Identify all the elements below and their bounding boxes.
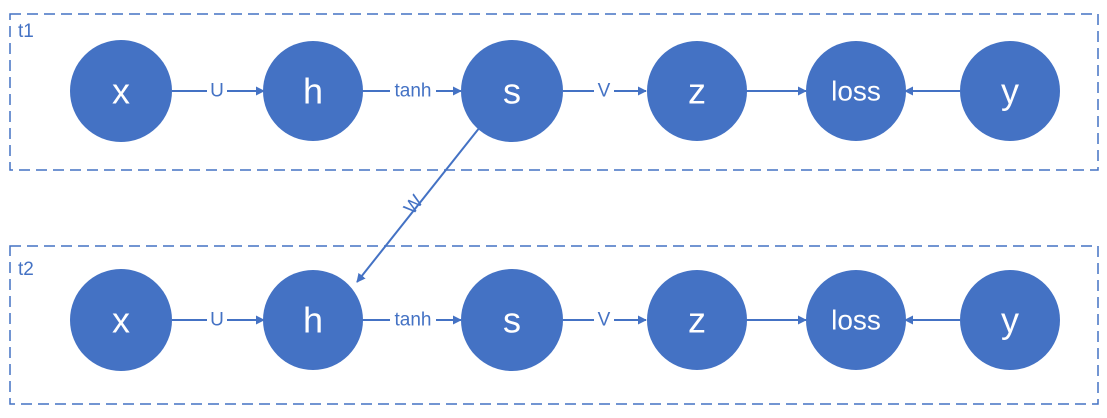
edge-label-bg xyxy=(594,309,614,331)
node-t2-x: x xyxy=(70,269,172,371)
edge-label-V: V xyxy=(598,81,611,102)
svg-text:x: x xyxy=(112,71,130,112)
edge-label-U: U xyxy=(210,310,224,331)
edge-label-bg xyxy=(207,80,227,102)
svg-text:s: s xyxy=(503,300,521,341)
edge-label-V: V xyxy=(598,310,611,331)
svg-text:loss: loss xyxy=(831,76,881,107)
svg-text:z: z xyxy=(688,300,706,341)
frame-t2-label: t2 xyxy=(18,259,34,280)
edge-label-tanh: tanh xyxy=(395,310,432,331)
node-t2-loss: loss xyxy=(806,270,906,370)
edge-label-bg xyxy=(207,309,227,331)
edge-label-bg xyxy=(390,309,436,331)
recurrent-edge-label-w: W xyxy=(400,191,428,218)
node-t1-s: s xyxy=(461,40,563,142)
node-t1-loss: loss xyxy=(806,41,906,141)
node-t1-x: x xyxy=(70,40,172,142)
node-t2-z: z xyxy=(647,270,747,370)
edge-label-U: U xyxy=(210,81,224,102)
node-t1-h: h xyxy=(263,41,363,141)
frame-t1-label: t1 xyxy=(18,21,34,42)
recurrent-edge-w xyxy=(356,126,481,283)
svg-text:h: h xyxy=(303,71,323,112)
edge-label-bg xyxy=(390,80,436,102)
frame-t2-box xyxy=(9,245,1099,405)
svg-text:s: s xyxy=(503,71,521,112)
svg-text:z: z xyxy=(688,71,706,112)
edge-label-bg xyxy=(594,80,614,102)
svg-text:x: x xyxy=(112,300,130,341)
svg-text:loss: loss xyxy=(831,305,881,336)
frame-t1-box xyxy=(9,13,1099,171)
svg-text:h: h xyxy=(303,300,323,341)
node-t2-y: y xyxy=(960,270,1060,370)
svg-text:y: y xyxy=(1001,71,1019,112)
node-t1-y: y xyxy=(960,41,1060,141)
node-t2-h: h xyxy=(263,270,363,370)
svg-text:y: y xyxy=(1001,300,1019,341)
node-t2-s: s xyxy=(461,269,563,371)
edge-label-tanh: tanh xyxy=(395,81,432,102)
node-t1-z: z xyxy=(647,41,747,141)
